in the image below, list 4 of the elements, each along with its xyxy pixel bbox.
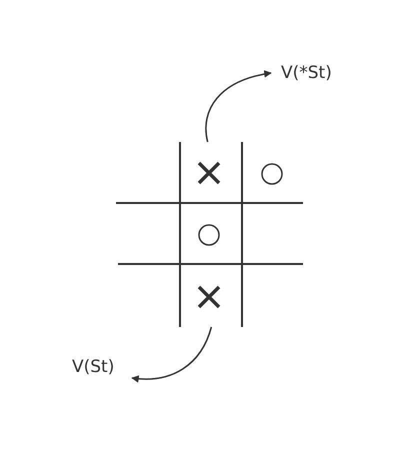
curved-arrow	[205, 70, 272, 142]
math-label: V(St)	[72, 356, 122, 378]
math-label: V(*St)	[281, 62, 339, 84]
curved-arrow	[131, 326, 212, 382]
